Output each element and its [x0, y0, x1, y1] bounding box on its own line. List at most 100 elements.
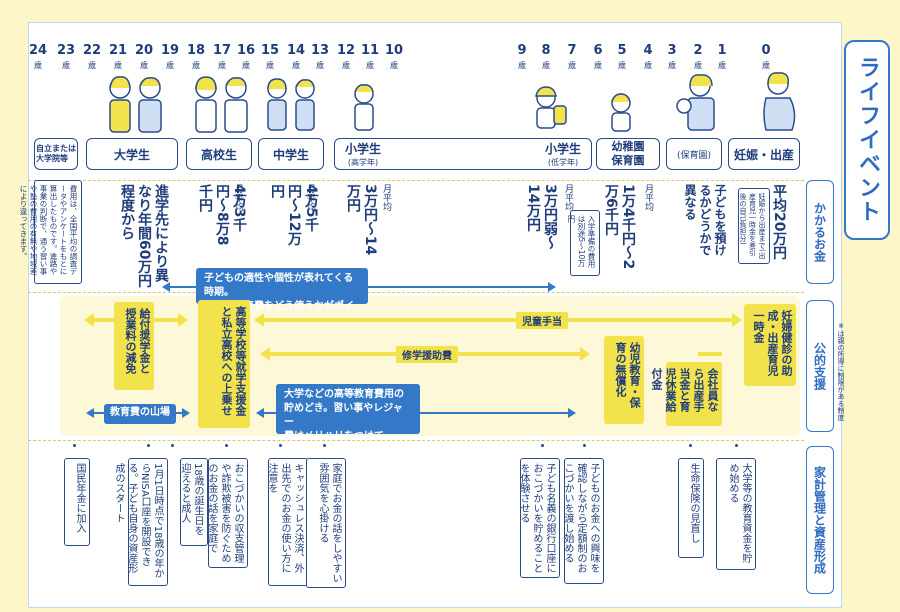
stage-shougaku-high: 小学生 — [345, 142, 382, 156]
age-unit: 歳 — [242, 61, 250, 70]
student-couple-illustration — [109, 76, 162, 133]
age-label: 14 歳 — [283, 44, 309, 72]
age-number: 24 — [28, 43, 48, 58]
section-tab-household: 家計管理と資産形成 — [806, 446, 834, 594]
cost-chugaku-prefix: 月平均 — [305, 184, 315, 211]
age-number: 19 — [160, 43, 180, 58]
age-number: 23 — [56, 43, 76, 58]
age-number: 1 — [717, 43, 727, 58]
support-jidou: 児童手当 — [516, 312, 568, 329]
household-item: 国民年金に加入 — [64, 458, 90, 546]
age-number: 17 — [212, 43, 232, 58]
age-label: 23 歳 — [53, 44, 79, 72]
stage-daigaku: 大学生 — [86, 138, 178, 170]
cost-shougaku-low: 3万円弱〜14万円 — [525, 184, 558, 250]
age-number: 14 — [286, 43, 306, 58]
age-label: 11 歳 — [357, 44, 383, 72]
age-unit: 歳 — [62, 61, 70, 70]
household-dot — [323, 444, 326, 447]
age-unit: 歳 — [644, 61, 652, 70]
top-arrow-right — [548, 282, 556, 292]
household-item: 子ども名義の銀行口座におこづかいを貯めることを体験させる — [518, 458, 560, 578]
stage-shougaku-low: 小学生 — [544, 142, 581, 156]
stage-shougaku-high-sub: (高学年) — [347, 158, 379, 167]
peak-arrow-left — [86, 408, 94, 418]
age-unit: 歳 — [542, 61, 550, 70]
middleschool-couple-illustration — [267, 78, 315, 131]
age-unit: 歳 — [594, 61, 602, 70]
highschool-couple-illustration — [195, 76, 248, 133]
age-unit: 歳 — [390, 61, 398, 70]
support-shugaku: 修学援助費 — [396, 346, 458, 363]
household-item: キャッシュレス決済、外出先でのお金の使い方に注意を — [266, 458, 308, 586]
peak-arrow-right — [182, 408, 190, 418]
cost-shougaku-high-prefix: 月平均 — [381, 184, 391, 211]
age-number: 4 — [643, 43, 653, 58]
cost-chugaku: 4万5千円〜12万円 — [269, 184, 319, 246]
age-number: 2 — [693, 43, 703, 58]
age-label: 20 歳 — [131, 44, 157, 72]
age-unit: 歳 — [140, 61, 148, 70]
stage-jiritsu: 自立または 大学院等 — [34, 138, 78, 170]
age-unit: 歳 — [34, 61, 42, 70]
household-item: 子どものお金への興味を確認しながら定額制のおこづかいを渡し始める — [562, 458, 604, 584]
support-footnote: ※は親の所得に制限がある制度 — [837, 322, 845, 421]
age-number: 5 — [617, 43, 627, 58]
stage-ninshin: 妊娠・出産 — [728, 138, 800, 170]
age-unit: 歳 — [342, 61, 350, 70]
age-number: 12 — [336, 43, 356, 58]
age-number: 8 — [541, 43, 551, 58]
elementary-low-child-illustration — [535, 86, 567, 129]
bar-kyufu-left — [84, 313, 94, 327]
age-number: 0 — [761, 43, 771, 58]
household-dot — [541, 444, 544, 447]
age-unit: 歳 — [292, 61, 300, 70]
age-number: 11 — [360, 43, 380, 58]
parent-with-baby-illustration — [676, 74, 715, 131]
cost-ninshin-note: 妊娠から出産まで(出産育児一時金を差引後の自己負担分) — [738, 188, 770, 264]
bar-kaishain — [698, 352, 722, 356]
cost-note-box: 費用は、全国平均の調査データやアンケートをもとに算出したものです。進路や事業の判… — [19, 180, 82, 284]
age-number: 15 — [260, 43, 280, 58]
section-tab-support: 公的支援 — [806, 300, 834, 432]
kindergarten-child-illustration — [611, 93, 631, 132]
household-item: 1月1日時点で18歳の年からNISA口座を開設できる。子ども自身の資産形成のスタ… — [113, 458, 168, 586]
age-label: 12 歳 — [333, 44, 359, 72]
household-dot — [583, 444, 586, 447]
cost-youchien: 1万4千円〜2万6千円 — [603, 184, 636, 270]
age-unit: 歳 — [718, 61, 726, 70]
household-dot — [171, 444, 174, 447]
stage-koukou: 高校生 — [186, 138, 252, 170]
household-dot — [73, 444, 76, 447]
pregnant-woman-illustration — [763, 72, 796, 131]
household-item: 大学等の教育資金を貯め始める — [716, 458, 756, 570]
age-number: 20 — [134, 43, 154, 58]
bar-jidou-right — [732, 313, 742, 327]
separator — [28, 292, 804, 293]
age-unit: 歳 — [694, 61, 702, 70]
age-unit: 歳 — [316, 61, 324, 70]
household-item: 18歳の誕生日を迎えると成人 — [179, 458, 208, 546]
age-unit: 歳 — [88, 61, 96, 70]
cost-koukou: 4万3千円〜8万8千円 — [197, 184, 247, 246]
support-mushouka: 幼児教育・保育の無償化 — [604, 336, 644, 424]
age-unit: 歳 — [568, 61, 576, 70]
age-unit: 歳 — [366, 61, 374, 70]
age-unit: 歳 — [192, 61, 200, 70]
age-unit: 歳 — [114, 61, 122, 70]
cost-hoikuen: 子どもを預けるかどうかで異なる — [683, 184, 727, 256]
support-ninpu: 妊婦健診の助成・出産育児一時金 — [744, 304, 796, 386]
